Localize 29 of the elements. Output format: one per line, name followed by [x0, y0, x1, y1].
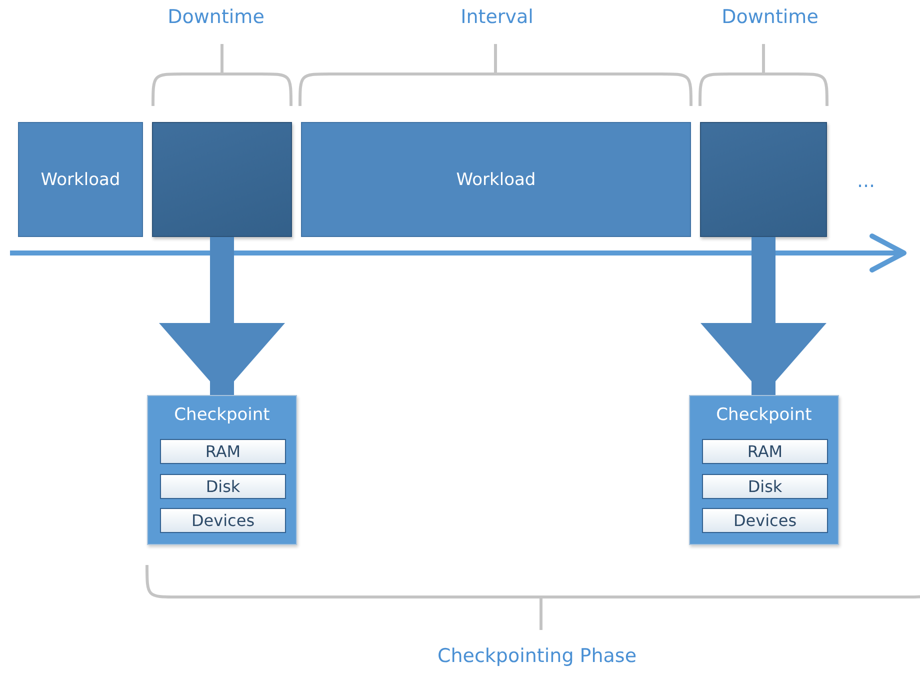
checkpoint-item: [160, 439, 286, 464]
block-label: RAM: [747, 442, 783, 461]
ellipsis: ...: [856, 170, 876, 192]
panel-heading: Checkpoint: [715, 405, 813, 425]
block-label: Disk: [206, 477, 240, 496]
block-label: RAM: [205, 442, 241, 461]
workload-block: [301, 122, 691, 237]
block-label: Devices: [733, 511, 797, 530]
span-label: Downtime: [722, 6, 818, 28]
block-arrow: [159, 237, 285, 395]
checkpoint-item: [702, 439, 828, 464]
checkpoint-panel: [689, 395, 839, 545]
block-label: Workload: [40, 170, 120, 190]
checkpoint-panel: [147, 395, 297, 545]
downtime-block: [700, 122, 827, 237]
block-label: Devices: [191, 511, 255, 530]
checkpoint-item: [702, 508, 828, 533]
workload-block: [18, 122, 143, 237]
block-label: Workload: [456, 170, 536, 190]
panel-heading: Checkpoint: [173, 405, 271, 425]
span-label: Interval: [460, 6, 534, 28]
checkpoint-item: [702, 474, 828, 499]
phase-label: Checkpointing Phase: [437, 645, 637, 667]
block-arrow: [700, 237, 826, 395]
span-label: Downtime: [168, 6, 264, 28]
checkpoint-item: [160, 508, 286, 533]
block-label: Disk: [748, 477, 782, 496]
downtime-block: [152, 122, 292, 237]
checkpoint-item: [160, 474, 286, 499]
